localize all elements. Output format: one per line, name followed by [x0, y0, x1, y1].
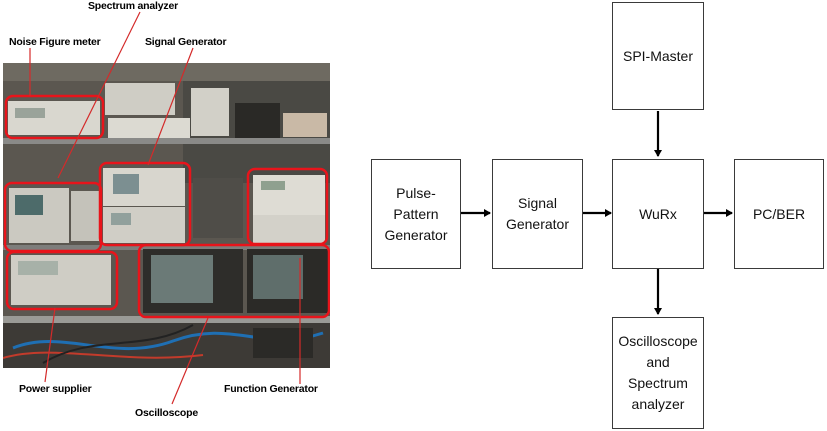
block-pulse-pattern-generator: Pulse- Pattern Generator	[371, 159, 461, 269]
block-wurx-label: WuRx	[639, 205, 677, 222]
label-spectrum-analyzer: Spectrum analyzer	[88, 0, 178, 12]
block-oscilloscope-spectrum-analyzer: Oscilloscope and Spectrum analyzer	[612, 317, 704, 429]
label-oscilloscope: Oscilloscope	[135, 407, 198, 419]
lab-equipment-photo	[3, 63, 330, 368]
block-signal-generator-label: Signal Generator	[505, 195, 570, 232]
block-wurx: WuRx	[612, 159, 704, 269]
block-pc-ber-label: PC/BER	[752, 205, 806, 222]
block-spi-master-label: SPI-Master	[622, 47, 693, 64]
label-noise-figure-meter: Noise Figure meter	[9, 36, 101, 48]
block-oscilloscope-spectrum-analyzer-label: Oscilloscope and Spectrum analyzer	[618, 333, 698, 412]
lab-equipment-illustration	[3, 63, 330, 368]
label-power-supplier: Power supplier	[19, 383, 92, 395]
label-signal-generator: Signal Generator	[145, 36, 227, 48]
block-pulse-pattern-generator-label: Pulse- Pattern Generator	[384, 184, 448, 243]
label-function-generator: Function Generator	[224, 383, 318, 395]
block-signal-generator: Signal Generator	[492, 159, 583, 269]
block-pc-ber: PC/BER	[734, 159, 824, 269]
block-spi-master: SPI-Master	[612, 2, 704, 110]
